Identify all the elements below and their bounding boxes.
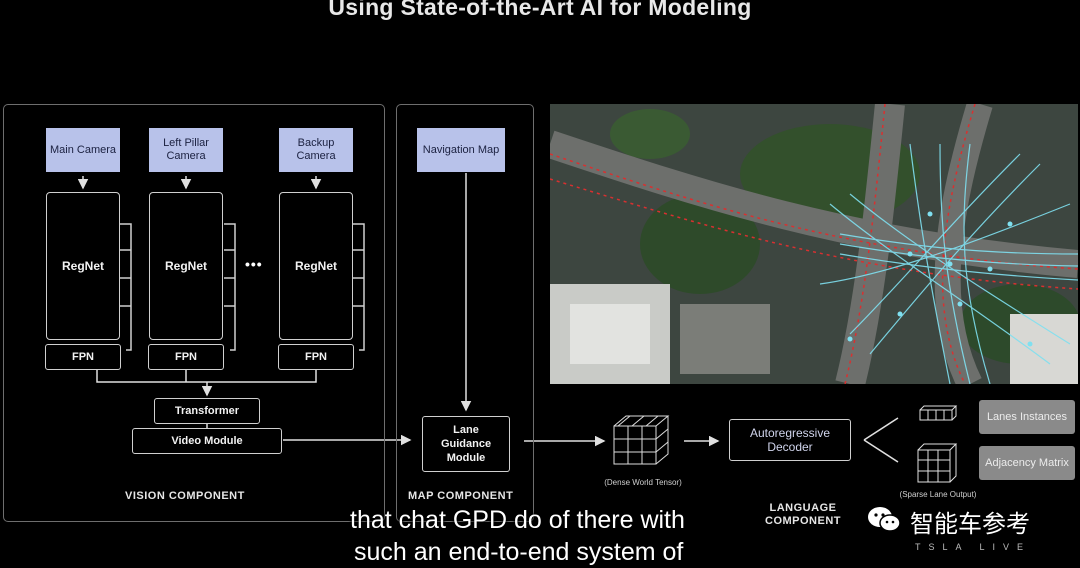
wechat-icon — [866, 504, 902, 534]
vision-component-label: VISION COMPONENT — [125, 490, 245, 502]
fpn-box-2: FPN — [148, 344, 224, 370]
map-component-label: MAP COMPONENT — [408, 490, 514, 502]
fpn-box-1: FPN — [45, 344, 121, 370]
map-panel — [396, 104, 534, 522]
transformer-box: Transformer — [154, 398, 260, 424]
regnet-box-1: RegNet — [46, 192, 120, 340]
main-camera-box: Main Camera — [46, 128, 120, 172]
dense-world-tensor-cube — [613, 415, 670, 465]
regnet-box-2: RegNet — [149, 192, 223, 340]
adjacency-matrix-box: Adjacency Matrix — [979, 446, 1075, 480]
navigation-map-box: Navigation Map — [417, 128, 505, 172]
regnet-box-3: RegNet — [279, 192, 353, 340]
slide-title: Using State-of-the-Art AI for Modeling — [328, 0, 752, 20]
sparse-lane-output-label: (Sparse Lane Output) — [899, 490, 977, 499]
watermark-text: 智能车参考 — [910, 511, 1030, 538]
language-component-label: LANGUAGE COMPONENT — [765, 502, 841, 527]
autoregressive-decoder-box: Autoregressive Decoder — [729, 419, 851, 461]
vision-panel — [3, 104, 385, 522]
video-module-box: Video Module — [132, 428, 282, 454]
backup-camera-box: Backup Camera — [279, 128, 353, 172]
dense-world-tensor-label: (Dense World Tensor) — [604, 478, 682, 487]
ellipsis-dots: ••• — [245, 256, 263, 272]
tesla-live-logo: TSLA LIVE — [915, 542, 1032, 552]
aerial-intersection-image — [550, 104, 1078, 384]
fpn-box-3: FPN — [278, 344, 354, 370]
lane-guidance-module-box: Lane Guidance Module — [422, 416, 510, 472]
subtitle-line-1: that chat GPD do of there with — [350, 506, 685, 534]
subtitle-line-2: such an end-to-end system of — [354, 538, 684, 566]
lanes-instances-box: Lanes Instances — [979, 400, 1075, 434]
sparse-lane-cube — [917, 443, 958, 483]
left-pillar-camera-box: Left Pillar Camera — [149, 128, 223, 172]
sparse-lane-strip — [919, 405, 958, 421]
